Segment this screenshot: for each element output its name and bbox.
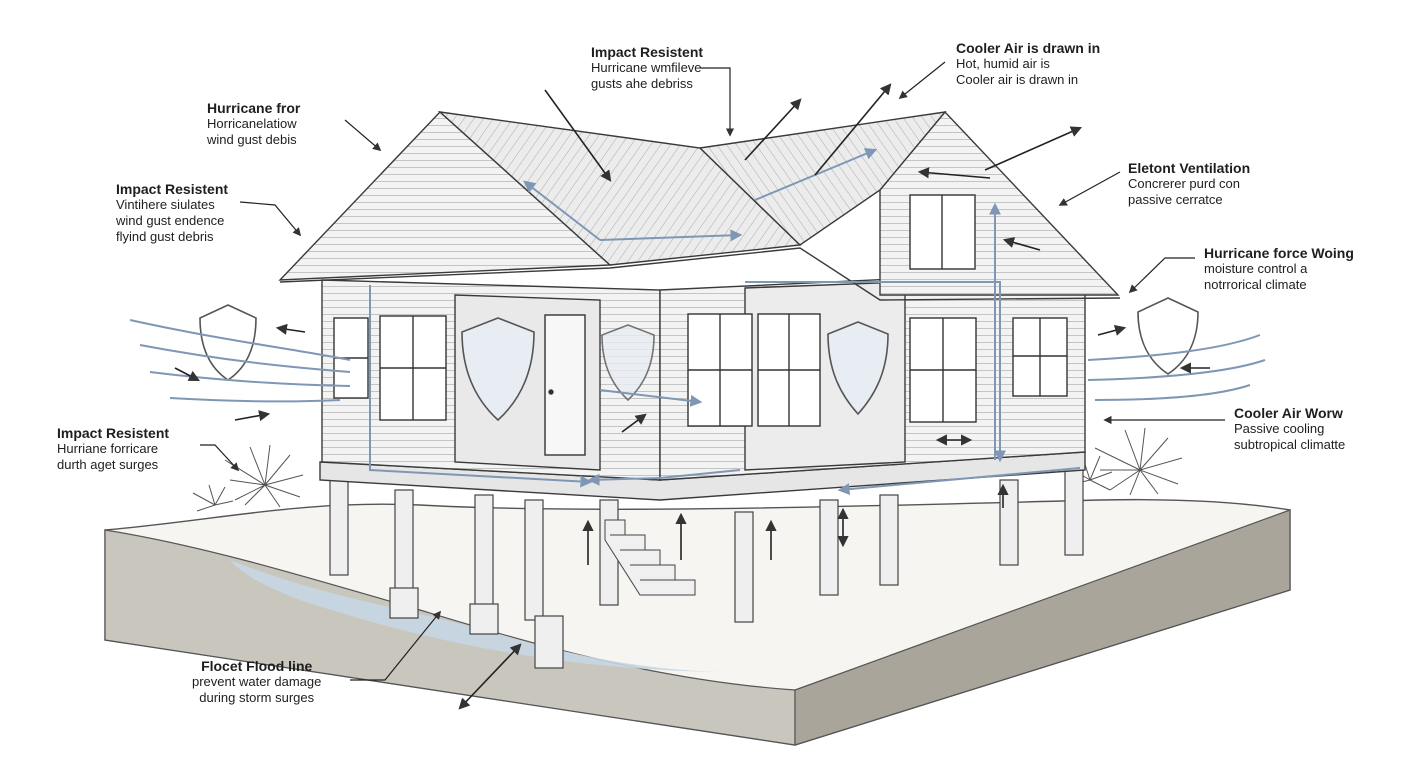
callout-line: Passive cooling: [1234, 421, 1325, 436]
callout-line: Hurriane forricare: [57, 441, 159, 456]
airflow-arrow-icon: [745, 281, 1006, 463]
callout-title: Impact Resistent: [116, 181, 229, 197]
shield-icon: [827, 321, 889, 416]
callout-line: Horricanelatiow: [207, 116, 297, 131]
callout-impact-resistant-top: Impact Resistent Hurricane wmfileve gust…: [591, 44, 703, 92]
airflow-arrow-icon: [599, 389, 703, 407]
callout-hurricane-force-woing: Hurricane force Woing moisture control a…: [1204, 245, 1354, 293]
airflow-arrow-icon: [1097, 324, 1127, 336]
callout-line: passive cerratce: [1128, 192, 1223, 207]
airflow-arrow-icon: [234, 410, 271, 422]
airflow-arrow-icon: [523, 180, 601, 241]
wind-line: [1087, 359, 1266, 381]
callout-impact-resistant-bottom-left: Impact Resistent Hurriane forricare durt…: [57, 425, 169, 473]
door: [544, 314, 586, 456]
callout-cooler-air-drawn-in: Cooler Air is drawn in Hot, humid air is…: [956, 40, 1100, 88]
callout-title: Eletont Ventilation: [1128, 160, 1251, 176]
leader-lines: [200, 61, 1225, 681]
wind-line: [139, 344, 351, 373]
airflow-arrow-icon: [744, 98, 802, 161]
callout-line: Cooler air is drawn in: [956, 72, 1079, 87]
callout-line: notrrorical climate: [1204, 277, 1307, 292]
airflow-arrow-icon: [544, 89, 612, 182]
callout-line: durth aget surges: [57, 457, 159, 472]
callout-title: Impact Resistent: [591, 44, 704, 60]
callout-eletont-ventilation: Eletont Ventilation Concrerer purd con p…: [1128, 160, 1250, 208]
shield-icon: [1137, 297, 1199, 375]
callout-line: Hot, humid air is: [956, 56, 1050, 71]
callout-title: Impact Resistent: [57, 425, 170, 441]
callout-title: Hurricane force Woing: [1204, 245, 1354, 261]
airflow-arrow-icon: [587, 469, 741, 486]
palm-plant-icon: [224, 444, 304, 508]
airflow-arrow-icon: [458, 643, 522, 710]
callout-line: gusts ahe debriss: [591, 76, 693, 91]
callout-line: Concrerer purd con: [1128, 176, 1240, 191]
window: [909, 194, 976, 270]
callout-title: Cooler Air is drawn in: [956, 40, 1101, 56]
palm-plant-icon: [192, 484, 234, 512]
airflow-arrow-icon: [275, 323, 306, 335]
airflow-arrow-icon: [984, 126, 1083, 171]
airflow-arrow-icon: [837, 467, 1081, 496]
shield-icon: [461, 317, 535, 422]
wind-line: [169, 397, 341, 403]
callout-flood-line: Flocet Flood line prevent water damage d…: [192, 658, 321, 706]
callout-line: flyind gust debris: [116, 229, 214, 244]
callout-title: Cooler Air Worw: [1234, 405, 1343, 421]
callout-line: prevent water damage: [192, 674, 322, 689]
stairs: [604, 519, 696, 596]
shield-icon: [601, 324, 655, 402]
callout-line: subtropical climatte: [1234, 437, 1346, 452]
callout-line: wind gust debis: [207, 132, 297, 147]
direction-arrows: [174, 83, 1210, 710]
airflow-arrow-icon: [814, 83, 892, 176]
callout-line: wind gust endence: [116, 213, 225, 228]
callout-cooler-air-worw: Cooler Air Worw Passive cooling subtropi…: [1234, 405, 1345, 453]
airflow-arrow-icon: [917, 167, 991, 179]
windows: [333, 194, 1068, 456]
callout-line: Hurricane wmfileve: [591, 60, 702, 75]
callout-impact-resistant-left: Impact Resistent Vintihere siulates wind…: [116, 181, 228, 245]
callout-line: during storm surges: [199, 690, 315, 705]
window: [909, 317, 977, 423]
window: [1012, 317, 1068, 397]
callout-hurricane-fror: Hurricane fror Horricanelatiow wind gust…: [207, 100, 300, 148]
wind-line: [149, 371, 351, 387]
window: [687, 313, 753, 427]
shields: [199, 297, 1199, 422]
ground-slab: [104, 498, 1291, 746]
airflow-arrow-icon: [621, 413, 647, 433]
callout-line: moisture control a: [1204, 261, 1308, 276]
callout-title: Hurricane fror: [207, 100, 301, 116]
airflow-arrow-icon: [174, 367, 200, 382]
airflow-arrow-icon: [369, 285, 593, 488]
window: [379, 315, 447, 421]
palm-plant-icon: [1094, 427, 1183, 496]
airflow-arrow-icon: [1002, 237, 1041, 251]
airflow-arrow-icon: [599, 229, 743, 242]
window: [757, 313, 821, 427]
callout-line: Vintihere siulates: [116, 197, 215, 212]
wind-line: [129, 319, 351, 361]
wind-line: [1094, 384, 1251, 401]
callout-title: Flocet Flood line: [201, 658, 313, 674]
wind-line: [1087, 334, 1261, 361]
